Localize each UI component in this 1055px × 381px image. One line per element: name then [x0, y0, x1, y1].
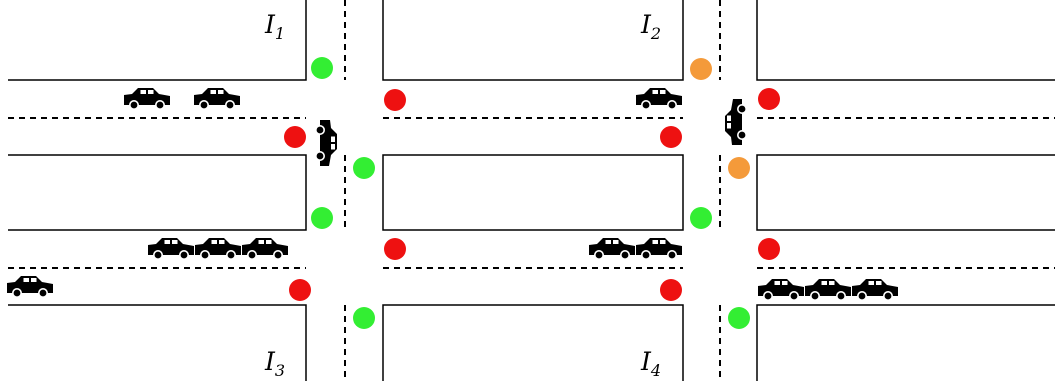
- label-i4: I4: [640, 347, 661, 380]
- car-icon: [851, 278, 899, 302]
- car-icon: [241, 237, 289, 261]
- label-i1: I1: [264, 10, 285, 43]
- car-icon: [635, 237, 683, 261]
- block-bottom-middle-edge: [382, 304, 684, 381]
- block-bottom-left-edge: [8, 304, 307, 381]
- signal-i2-se: [728, 157, 750, 179]
- signal-i1-se: [353, 157, 375, 179]
- lane-dividers: [8, 0, 1055, 381]
- signal-i3-west: [289, 279, 311, 301]
- car-icon: [193, 87, 241, 110]
- car-icon: [147, 237, 195, 261]
- signal-i1-ne: [311, 57, 333, 79]
- car-icon: [757, 278, 805, 302]
- block-top-left-edge: [8, 0, 307, 81]
- signal-i3-ne: [311, 207, 333, 229]
- signal-i1-east-approach: [284, 126, 306, 148]
- signal-i4-west: [758, 238, 780, 260]
- block-top-middle-edge: [382, 0, 684, 81]
- block-mid-middle-edge: [382, 154, 684, 231]
- signal-i1-nw-west: [384, 89, 406, 111]
- car-icon: [724, 98, 748, 146]
- car-icon: [588, 237, 636, 261]
- signal-i4-nw: [690, 207, 712, 229]
- road-edges: [8, 0, 1055, 381]
- block-bottom-right-edge: [756, 304, 1055, 381]
- intersection-labels: I1 I2 I3 I4: [264, 10, 661, 380]
- traffic-lights: [284, 57, 780, 329]
- signal-i3-se: [353, 307, 375, 329]
- car-icon: [123, 87, 171, 110]
- block-mid-right-edge: [756, 154, 1055, 231]
- signal-i4-se: [728, 307, 750, 329]
- car-icon: [314, 119, 338, 167]
- car-icon: [804, 278, 852, 302]
- label-i2: I2: [640, 10, 661, 43]
- signal-i2-nw: [690, 58, 712, 80]
- car-icon: [194, 237, 242, 261]
- signal-i4-ne: [660, 279, 682, 301]
- signal-i2-ne: [758, 88, 780, 110]
- signal-i2-west-approach: [660, 126, 682, 148]
- label-i3: I3: [264, 347, 285, 380]
- car-icon: [6, 275, 54, 299]
- block-top-right-edge: [756, 0, 1055, 81]
- block-mid-left-edge: [8, 154, 307, 231]
- car-icon: [635, 87, 683, 110]
- signal-i3-nw: [384, 238, 406, 260]
